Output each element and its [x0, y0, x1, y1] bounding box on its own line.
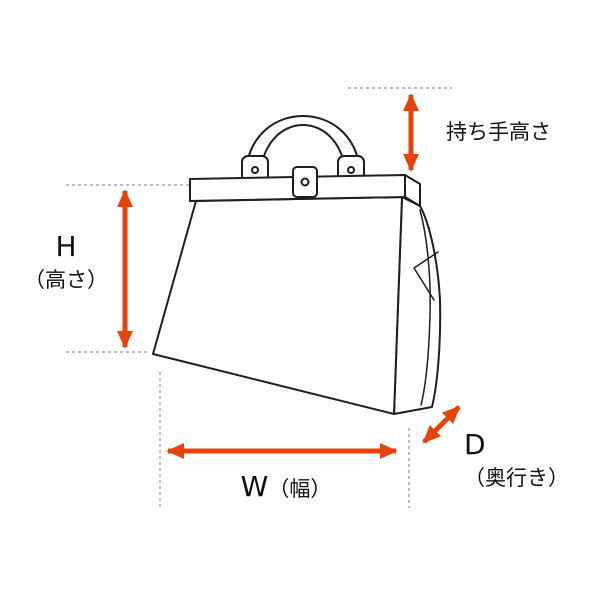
bag-front-face: [152, 196, 403, 415]
height-caption: （高さ）: [24, 267, 108, 292]
measurement-arrows: [117, 93, 461, 459]
width-label: W（幅）: [228, 470, 344, 503]
depth-label: D （奥行き）: [464, 428, 569, 492]
bag-side-gusset: [393, 196, 442, 415]
depth-arrow: [422, 405, 461, 444]
width-letter: W: [240, 470, 269, 503]
bag-rivet-right: [347, 166, 355, 174]
height-letter: H: [55, 230, 77, 263]
depth-caption: （奥行き）: [464, 465, 569, 490]
depth-letter: D: [464, 428, 486, 461]
bag-clasp-knob: [300, 177, 310, 187]
bag-side-crease: [419, 209, 431, 406]
height-label: H （高さ）: [10, 230, 122, 294]
bag-side-fold: [413, 251, 439, 301]
handle-height-label: 持ち手高さ: [446, 120, 551, 144]
guide-lines: [66, 87, 452, 508]
handbag-drawing: [152, 115, 442, 415]
width-caption: （幅）: [268, 477, 332, 501]
bag-rivet-left: [251, 166, 259, 174]
